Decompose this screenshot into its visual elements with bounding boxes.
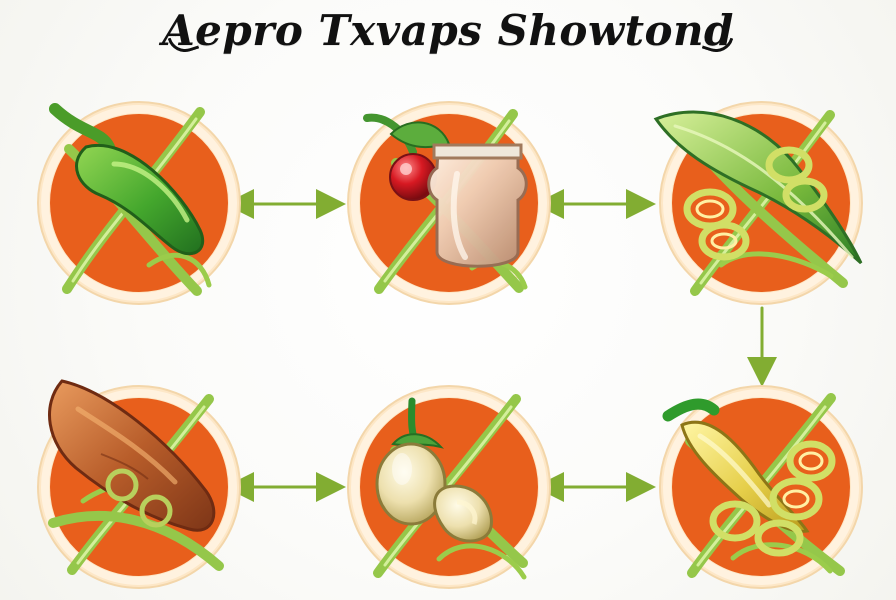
vine-icon	[48, 510, 224, 571]
pepper-ring-icon	[698, 221, 750, 261]
stage-inner-ring	[663, 389, 859, 585]
leaf-vein-icon	[673, 124, 854, 259]
yellow-pepper-highlight	[697, 433, 772, 508]
dried-pepper-highlight	[75, 406, 178, 485]
pepper-ring-center	[782, 489, 810, 509]
stage-dried-pepper	[37, 379, 241, 589]
pepper-ring-center	[710, 232, 738, 250]
stage-inner-ring	[41, 105, 237, 301]
stage-inner-ring	[41, 389, 237, 585]
cut-fruit-icon	[433, 484, 493, 543]
pepper-ring-icon	[782, 177, 828, 213]
pepper-ring-icon	[754, 519, 804, 557]
jar-lid-icon	[432, 143, 523, 160]
stage-inner-ring	[663, 105, 859, 301]
pepper-ring-icon	[709, 500, 761, 542]
page-title: Aepro Txvaps Showtond	[162, 6, 734, 55]
pepper-ring-center	[798, 451, 824, 471]
tendril-coil-icon	[139, 494, 173, 528]
pepper-ring-center	[695, 199, 725, 219]
pepper-ring-icon	[765, 146, 813, 184]
cherry-stem-icon	[363, 113, 417, 156]
pepper-ring-icon	[786, 440, 836, 482]
pepper-ring-icon	[769, 477, 823, 521]
jar-highlight	[450, 171, 468, 260]
dried-pepper-texture	[100, 453, 149, 480]
stage-green-pepper	[37, 101, 241, 305]
cut-fruit-highlight	[456, 499, 478, 525]
stage-cherry-jar	[347, 101, 551, 305]
pepper-stem-icon	[49, 103, 115, 153]
pepper-highlight	[111, 161, 190, 223]
leaf-icon	[653, 110, 863, 265]
vine-highlight	[699, 121, 827, 285]
tendril-icon	[730, 542, 833, 574]
stage-yellow-pepper	[659, 385, 863, 589]
tendril-icon	[146, 252, 212, 288]
yellow-pepper-stem-icon	[662, 398, 720, 422]
pale-fruit-highlight	[392, 453, 412, 485]
stage-leaf-rings	[653, 101, 863, 305]
pale-fruit-icon	[375, 442, 447, 526]
stage-pale-fruit	[347, 385, 551, 589]
stage-inner-ring	[351, 105, 547, 301]
tendril-coil-icon	[105, 468, 139, 502]
cherry-highlight	[400, 163, 412, 175]
connectors	[224, 189, 777, 502]
green-pepper-icon	[75, 143, 205, 256]
stage-inner-ring	[351, 389, 547, 585]
jar-icon	[427, 148, 528, 268]
tendril-icon	[436, 543, 527, 580]
